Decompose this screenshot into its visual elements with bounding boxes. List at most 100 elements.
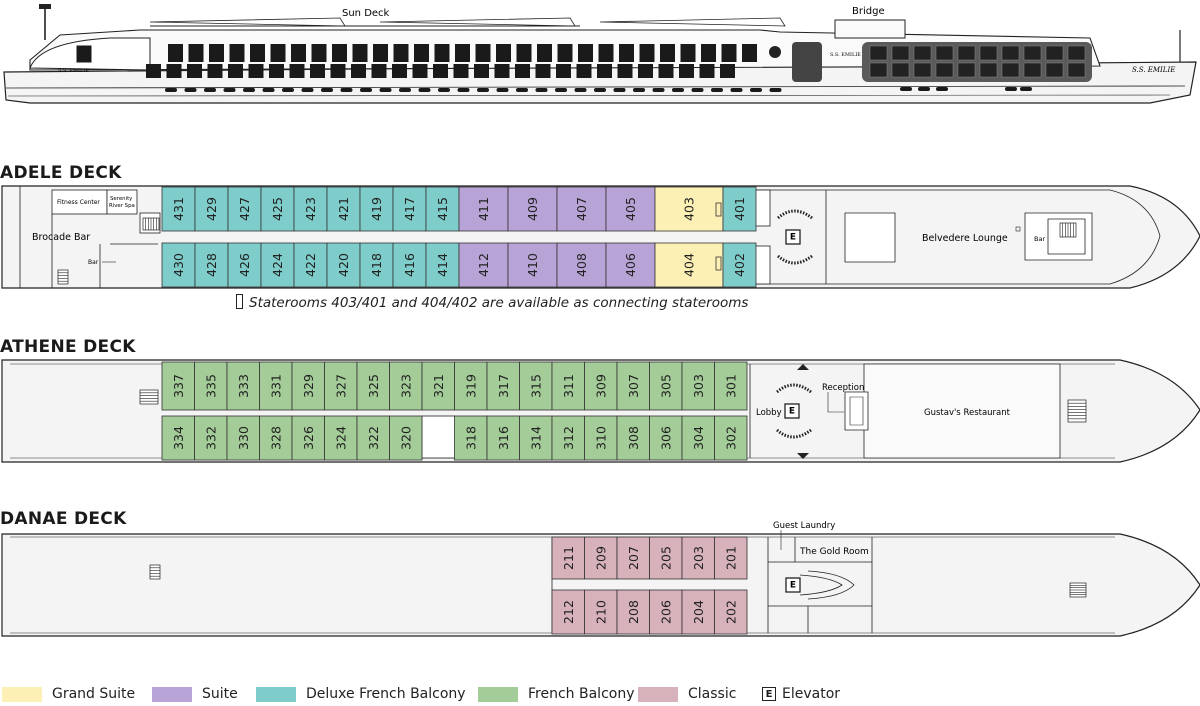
stateroom-329[interactable]: 329 — [291, 361, 325, 411]
legend-label: French Balcony — [528, 686, 635, 702]
stateroom-number: 403 — [682, 197, 697, 221]
stateroom-number: 209 — [593, 546, 608, 570]
stateroom-315[interactable]: 315 — [519, 361, 553, 411]
stateroom-number: 318 — [463, 426, 478, 450]
stairways — [57, 217, 1087, 598]
stateroom-number: 423 — [303, 197, 318, 221]
stateroom-328[interactable]: 328 — [259, 415, 293, 461]
stateroom-309[interactable]: 309 — [584, 361, 618, 411]
stateroom-325[interactable]: 325 — [356, 361, 390, 411]
stateroom-327[interactable]: 327 — [324, 361, 358, 411]
stateroom-322[interactable]: 322 — [356, 415, 390, 461]
stateroom-404[interactable]: 404 — [654, 242, 724, 288]
stateroom-415[interactable]: 415 — [425, 186, 460, 232]
stateroom-321[interactable]: 321 — [421, 361, 455, 411]
stateroom-303[interactable]: 303 — [681, 361, 715, 411]
stateroom-421[interactable]: 421 — [326, 186, 361, 232]
stateroom-number: 417 — [402, 197, 417, 221]
stateroom-424[interactable]: 424 — [260, 242, 295, 288]
legend-swatch-grand — [2, 686, 42, 702]
stateroom-403[interactable]: 403 — [654, 186, 724, 232]
stateroom-208[interactable]: 208 — [616, 589, 650, 635]
stateroom-209[interactable]: 209 — [584, 536, 618, 580]
stateroom-207[interactable]: 207 — [616, 536, 650, 580]
stateroom-206[interactable]: 206 — [649, 589, 683, 635]
stateroom-423[interactable]: 423 — [293, 186, 328, 232]
connecting-door-403 — [715, 202, 722, 217]
stateroom-fill — [359, 242, 394, 288]
stateroom-405[interactable]: 405 — [605, 186, 656, 232]
stateroom-fill — [519, 361, 553, 411]
stateroom-418[interactable]: 418 — [359, 242, 394, 288]
stateroom-202[interactable]: 202 — [714, 589, 748, 635]
stateroom-429[interactable]: 429 — [194, 186, 229, 232]
stateroom-320[interactable]: 320 — [389, 415, 423, 461]
stateroom-416[interactable]: 416 — [392, 242, 427, 288]
stateroom-308[interactable]: 308 — [616, 415, 650, 461]
stateroom-fill — [458, 186, 509, 232]
stateroom-431[interactable]: 431 — [161, 186, 196, 232]
stateroom-426[interactable]: 426 — [227, 242, 262, 288]
stateroom-411[interactable]: 411 — [458, 186, 509, 232]
stateroom-205[interactable]: 205 — [649, 536, 683, 580]
stateroom-204[interactable]: 204 — [681, 589, 715, 635]
stateroom-335[interactable]: 335 — [194, 361, 228, 411]
stateroom-412[interactable]: 412 — [458, 242, 509, 288]
stateroom-427[interactable]: 427 — [227, 186, 262, 232]
stateroom-334[interactable]: 334 — [161, 415, 195, 461]
stateroom-311[interactable]: 311 — [551, 361, 585, 411]
adele-deck-title: ADELE DECK — [0, 163, 122, 183]
stateroom-330[interactable]: 330 — [226, 415, 260, 461]
stateroom-326[interactable]: 326 — [291, 415, 325, 461]
stateroom-408[interactable]: 408 — [556, 242, 607, 288]
stateroom-337[interactable]: 337 — [161, 361, 195, 411]
stateroom-307[interactable]: 307 — [616, 361, 650, 411]
stateroom-210[interactable]: 210 — [584, 589, 618, 635]
stateroom-406[interactable]: 406 — [605, 242, 656, 288]
stateroom-425[interactable]: 425 — [260, 186, 295, 232]
stateroom-302[interactable]: 302 — [714, 415, 748, 461]
stateroom-317[interactable]: 317 — [486, 361, 520, 411]
stateroom-203[interactable]: 203 — [681, 536, 715, 580]
stateroom-number: 208 — [626, 600, 641, 624]
stateroom-316[interactable]: 316 — [486, 415, 520, 461]
stateroom-410[interactable]: 410 — [507, 242, 558, 288]
stateroom-333[interactable]: 333 — [226, 361, 260, 411]
stateroom-331[interactable]: 331 — [259, 361, 293, 411]
stateroom-419[interactable]: 419 — [359, 186, 394, 232]
stateroom-332[interactable]: 332 — [194, 415, 228, 461]
elevator-icon: E — [776, 383, 812, 439]
stateroom-417[interactable]: 417 — [392, 186, 427, 232]
stateroom-fill — [194, 186, 229, 232]
stateroom-422[interactable]: 422 — [293, 242, 328, 288]
stateroom-323[interactable]: 323 — [389, 361, 423, 411]
stateroom-number: 424 — [270, 253, 285, 277]
stateroom-305[interactable]: 305 — [649, 361, 683, 411]
stateroom-324[interactable]: 324 — [324, 415, 358, 461]
stateroom-201[interactable]: 201 — [714, 536, 748, 580]
stateroom-430[interactable]: 430 — [161, 242, 196, 288]
stateroom-420[interactable]: 420 — [326, 242, 361, 288]
stateroom-312[interactable]: 312 — [551, 415, 585, 461]
venue-brocade-bar: Brocade Bar — [32, 232, 90, 243]
stateroom-306[interactable]: 306 — [649, 415, 683, 461]
stateroom-409[interactable]: 409 — [507, 186, 558, 232]
stateroom-number: 302 — [723, 426, 738, 450]
stateroom-number: 410 — [525, 253, 540, 277]
stateroom-310[interactable]: 310 — [584, 415, 618, 461]
stateroom-314[interactable]: 314 — [519, 415, 553, 461]
stateroom-fill — [389, 415, 423, 461]
stateroom-211[interactable]: 211 — [551, 536, 585, 580]
stateroom-319[interactable]: 319 — [454, 361, 488, 411]
stateroom-414[interactable]: 414 — [425, 242, 460, 288]
stateroom-318[interactable]: 318 — [454, 415, 488, 461]
stateroom-fill — [714, 415, 748, 461]
stateroom-428[interactable]: 428 — [194, 242, 229, 288]
stateroom-fill — [722, 242, 757, 288]
stateroom-402[interactable]: 402 — [722, 242, 757, 288]
stateroom-401[interactable]: 401 — [722, 186, 757, 232]
stateroom-301[interactable]: 301 — [714, 361, 748, 411]
stateroom-212[interactable]: 212 — [551, 589, 585, 635]
stateroom-304[interactable]: 304 — [681, 415, 715, 461]
stateroom-407[interactable]: 407 — [556, 186, 607, 232]
